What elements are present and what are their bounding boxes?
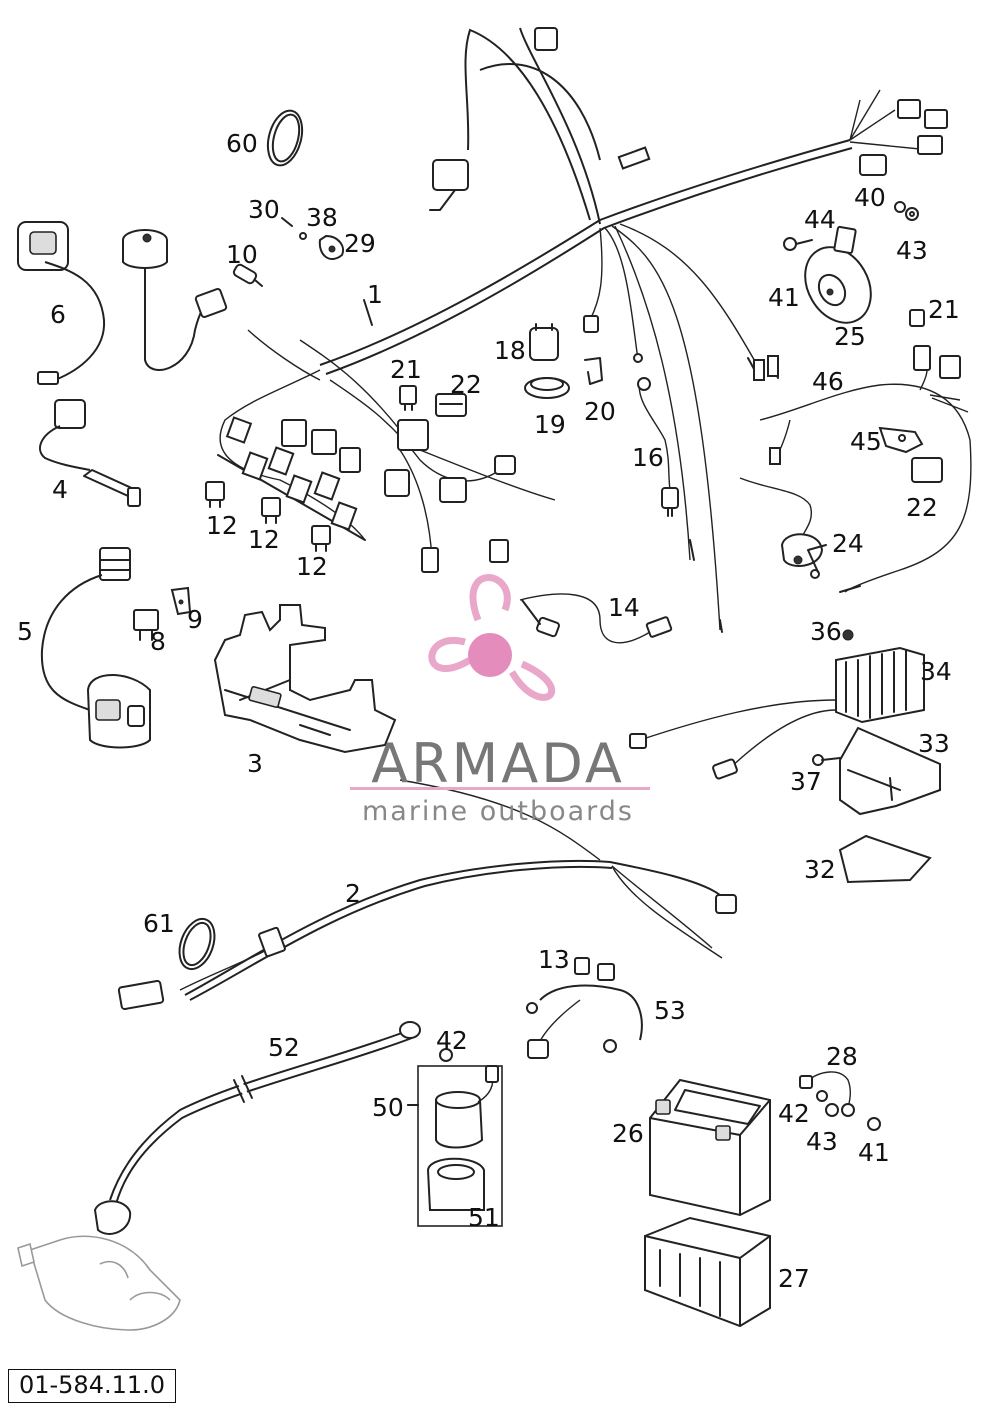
bracket-3 <box>213 604 397 754</box>
bulb-10 <box>232 263 263 287</box>
callout-61: 61 <box>143 909 175 938</box>
callout-13: 13 <box>538 945 570 974</box>
callout-33: 33 <box>918 729 950 758</box>
callout-26: 26 <box>612 1119 644 1148</box>
callout-20: 20 <box>584 397 616 426</box>
callout-32: 32 <box>804 855 836 884</box>
callout-34: 34 <box>920 657 952 686</box>
callout-52: 52 <box>268 1033 300 1062</box>
callout-12-b: 12 <box>248 525 280 554</box>
pin-30-38-fitting-29 <box>281 217 344 260</box>
callout-18: 18 <box>494 336 526 365</box>
leader-lines <box>363 299 827 1106</box>
callout-43-b: 43 <box>806 1127 838 1156</box>
callout-24: 24 <box>832 529 864 558</box>
callout-36: 36 <box>810 617 842 646</box>
callout-10: 10 <box>226 240 258 269</box>
callout-51: 51 <box>468 1203 500 1232</box>
callout-38: 38 <box>306 203 338 232</box>
callout-22-a: 22 <box>450 370 482 399</box>
capacitor-18-clamp-19-holder-20 <box>524 323 603 399</box>
battery-26 <box>649 1078 771 1217</box>
callout-9: 9 <box>187 605 203 634</box>
diagram-reference-code: 01-584.11.0 <box>8 1369 176 1403</box>
sensor-14 <box>519 593 673 644</box>
callout-21-a: 21 <box>390 355 422 384</box>
callout-4: 4 <box>52 475 68 504</box>
battery-cable-28-screws <box>799 1071 881 1131</box>
fuses-12 <box>205 481 331 552</box>
callout-53: 53 <box>654 996 686 1025</box>
callout-41-a: 41 <box>768 283 800 312</box>
callout-45: 45 <box>850 427 882 456</box>
callout-60: 60 <box>226 129 258 158</box>
propeller-logo <box>428 574 556 701</box>
callout-50: 50 <box>372 1093 404 1122</box>
callout-21-b: 21 <box>928 295 960 324</box>
callout-16: 16 <box>632 443 664 472</box>
watermark-tagline: marine outboards <box>362 796 634 827</box>
callout-44: 44 <box>804 205 836 234</box>
relay-8-and-clip-9 <box>133 586 192 641</box>
sensor-16 <box>637 377 679 517</box>
callout-30: 30 <box>248 195 280 224</box>
callout-46: 46 <box>812 367 844 396</box>
callout-42-b: 42 <box>778 1099 810 1128</box>
callout-27: 27 <box>778 1264 810 1293</box>
main-wiring-harness <box>217 27 948 633</box>
callout-labels: 60 30 38 29 10 1 6 4 5 8 9 3 12 12 12 21… <box>17 129 960 1293</box>
kill-switch-4 <box>39 399 141 507</box>
starter-relay-50-51 <box>407 1065 503 1227</box>
plate-45-connector-22 <box>878 426 943 483</box>
callout-43-a: 43 <box>896 236 928 265</box>
handlebar-switch-6 <box>17 221 106 385</box>
callout-6: 6 <box>50 300 66 329</box>
callout-19: 19 <box>534 410 566 439</box>
harness-2 <box>117 779 737 1011</box>
relay-21-and-connector-22 <box>399 385 467 417</box>
horn-25-bracket-44-screws <box>783 201 919 324</box>
callout-41-b: 41 <box>858 1138 890 1167</box>
harness-46 <box>759 309 972 593</box>
battery-box-27 <box>644 1216 771 1328</box>
callout-5: 5 <box>17 617 33 646</box>
callout-28: 28 <box>826 1042 858 1071</box>
sensor-24 <box>739 477 824 579</box>
callout-1: 1 <box>367 280 383 309</box>
callout-25: 25 <box>834 322 866 351</box>
callout-40: 40 <box>854 183 886 212</box>
starter-cable-52 <box>93 1021 453 1235</box>
regulator-34-bracket-33-cover-32 <box>629 629 941 884</box>
callout-22-b: 22 <box>906 493 938 522</box>
callout-2: 2 <box>345 879 361 908</box>
callout-37: 37 <box>790 767 822 796</box>
callout-3: 3 <box>247 749 263 778</box>
cable-tie-60 <box>266 109 304 167</box>
watermark-brand: ARMADA <box>371 732 625 795</box>
callout-12-a: 12 <box>206 511 238 540</box>
starter-motor <box>17 1235 181 1331</box>
cable-53-fuse-13 <box>526 957 643 1059</box>
left-handlebar-switch-5 <box>40 547 151 749</box>
callout-29: 29 <box>344 229 376 258</box>
callout-42-a: 42 <box>436 1026 468 1055</box>
callout-12-c: 12 <box>296 552 328 581</box>
callout-8: 8 <box>150 627 166 656</box>
armada-watermark: ARMADA marine outboards <box>350 574 650 827</box>
callout-14: 14 <box>608 593 640 622</box>
sensor-switch-with-cable <box>122 229 228 371</box>
